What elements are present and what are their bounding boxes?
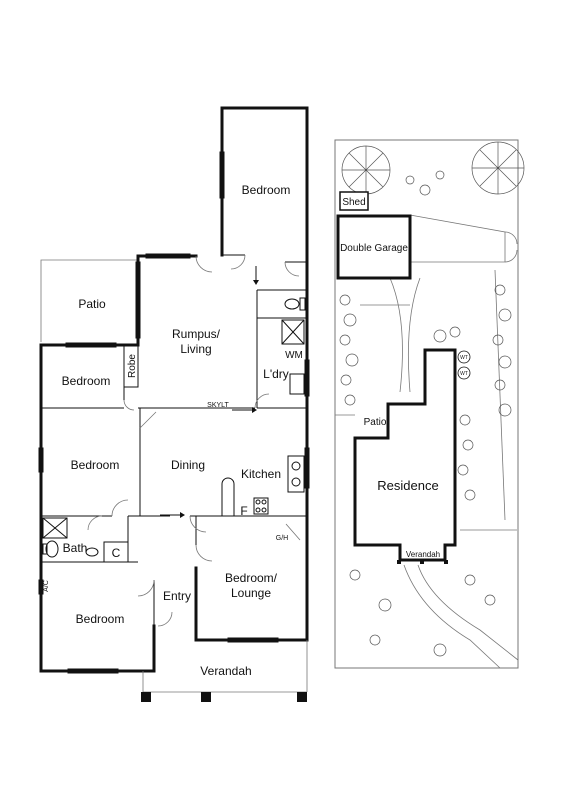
- verandah: [141, 640, 308, 702]
- label-patio: Patio: [78, 297, 106, 311]
- label-rumpus-line1: Rumpus/: [172, 327, 221, 341]
- label-bedroom-left: Bedroom: [62, 374, 111, 388]
- label-wt2: WT: [460, 371, 468, 377]
- garage-outline: [336, 214, 412, 280]
- arrows: [160, 266, 259, 518]
- label-robe: Robe: [127, 354, 138, 378]
- water-tank-2: [457, 366, 471, 380]
- label-lounge-line1: Bedroom/: [225, 571, 278, 585]
- label-laundry: L'dry: [263, 367, 289, 381]
- room-labels: Bedroom Patio Rumpus/ Living Robe Bedroo…: [43, 183, 303, 678]
- label-patio-site: Patio: [364, 417, 387, 428]
- label-fridge: F: [240, 504, 247, 518]
- site-plan: Shed Double Garage Patio Residence Veran…: [334, 139, 525, 669]
- label-kitchen: Kitchen: [241, 467, 281, 481]
- label-verandah: Verandah: [200, 664, 251, 678]
- label-entry: Entry: [163, 589, 191, 603]
- water-tank-1: [457, 350, 471, 364]
- shed-outline: [339, 191, 369, 211]
- label-rumpus-line2: Living: [180, 342, 211, 356]
- label-bedroom-top: Bedroom: [242, 183, 291, 197]
- label-wm: WM: [285, 350, 303, 361]
- label-wt1: WT: [460, 355, 468, 361]
- label-skylight: SKYLT: [207, 402, 229, 409]
- site-boundary: [334, 139, 519, 669]
- patio-area: [40, 259, 138, 342]
- trees: [339, 141, 525, 657]
- label-double-garage: Double Garage: [340, 243, 408, 254]
- driveway: [335, 214, 519, 669]
- label-bedroom-mid: Bedroom: [71, 458, 120, 472]
- label-cupboard: C: [112, 546, 121, 560]
- windows: [38, 151, 310, 674]
- door-swings: [87, 254, 301, 627]
- label-residence: Residence: [377, 478, 438, 493]
- residence-outline: [353, 348, 457, 562]
- floor-plan: Bedroom Patio Rumpus/ Living Robe Bedroo…: [38, 106, 310, 702]
- label-gh: G/H: [276, 535, 288, 542]
- interior-walls: [41, 254, 307, 626]
- label-bath: Bath: [63, 541, 88, 555]
- label-lounge-line2: Lounge: [231, 586, 271, 600]
- label-verandah-site: Verandah: [406, 550, 440, 559]
- fixtures: [42, 297, 306, 558]
- label-bedroom-bottom: Bedroom: [76, 612, 125, 626]
- label-shed: Shed: [342, 197, 365, 208]
- label-dining: Dining: [171, 458, 205, 472]
- label-ac: A/C: [43, 580, 50, 592]
